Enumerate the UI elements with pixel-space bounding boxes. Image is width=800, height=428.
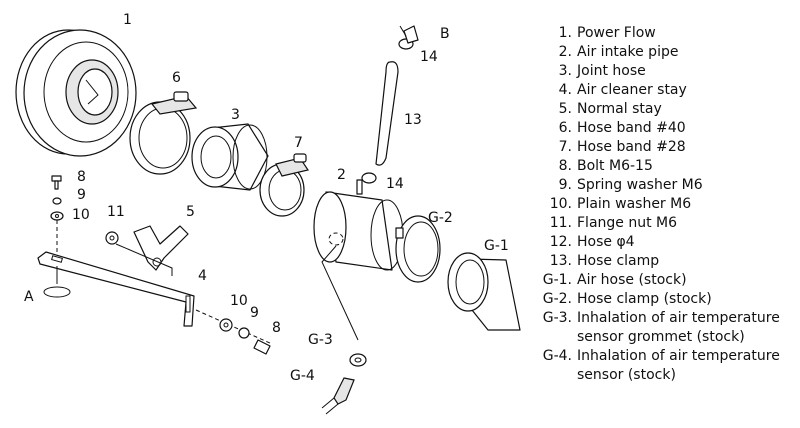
legend-item: G-3.Inhalation of air temperature sensor… [542, 310, 780, 345]
legend-item: 10.Plain washer M6 [549, 196, 692, 212]
callout-7: 7 [294, 135, 303, 151]
stock-hose-clamp [395, 215, 441, 283]
normal-stay [133, 225, 189, 271]
callout-3: 3 [231, 107, 240, 123]
legend-item: 4.Air cleaner stay [558, 82, 687, 98]
callout-14-bottom: 14 [386, 176, 404, 192]
callout-10-left: 10 [72, 207, 90, 223]
joint-hose [191, 123, 269, 191]
right-fastener-stack [195, 309, 273, 355]
legend-item: 5.Normal stay [558, 101, 662, 117]
stock-air-hose [447, 252, 521, 331]
callout-g1: G-1 [484, 238, 509, 254]
callout-5: 5 [186, 204, 195, 220]
legend-item: 8.Bolt M6-15 [558, 158, 653, 174]
callout-b: B [440, 26, 450, 42]
callout-8-left: 8 [77, 169, 86, 185]
left-fastener-stack [43, 175, 71, 298]
callout-13: 13 [404, 112, 422, 128]
callout-10-right: 10 [230, 293, 248, 309]
legend-item: G-1.Air hose (stock) [542, 272, 687, 288]
legend-item: 3.Joint hose [558, 63, 646, 79]
callout-9-right: 9 [250, 305, 259, 321]
temperature-sensor-parts [321, 245, 367, 415]
legend-item: 13.Hose clamp [549, 253, 660, 269]
callout-2: 2 [337, 167, 346, 183]
legend-item: 9.Spring washer M6 [558, 177, 703, 193]
callout-14-top: 14 [420, 49, 438, 65]
hose-band-40 [129, 91, 198, 175]
legend-item: 1.Power Flow [558, 25, 656, 41]
legend-item: 11.Flange nut M6 [549, 215, 678, 231]
callout-g3: G-3 [308, 332, 333, 348]
callout-g2: G-2 [428, 210, 453, 226]
callout-a: A [24, 289, 34, 305]
callout-4: 4 [198, 268, 207, 284]
legend-item: 7.Hose band #28 [558, 139, 686, 155]
air-intake-pipe [313, 179, 404, 271]
callout-1: 1 [123, 12, 132, 28]
parts-legend: 1.Power Flow 2.Air intake pipe 3.Joint h… [536, 24, 798, 385]
callout-9-left: 9 [77, 187, 86, 203]
callout-8-right: 8 [272, 320, 281, 336]
legend-item: G-4.Inhalation of air temperature sensor… [542, 348, 780, 383]
power-flow-filter [15, 29, 137, 157]
legend-item: 12.Hose φ4 [549, 234, 635, 250]
legend-item: 6.Hose band #40 [558, 120, 686, 136]
legend-item: G-2.Hose clamp (stock) [542, 291, 712, 307]
flange-nut [105, 231, 119, 245]
callout-6: 6 [172, 70, 181, 86]
callout-11: 11 [107, 204, 125, 220]
callout-g4: G-4 [290, 368, 315, 384]
air-cleaner-stay [37, 251, 195, 327]
legend-item: 2.Air intake pipe [558, 44, 679, 60]
small-hose-and-clamps [361, 25, 419, 184]
hose-band-28 [259, 153, 309, 217]
